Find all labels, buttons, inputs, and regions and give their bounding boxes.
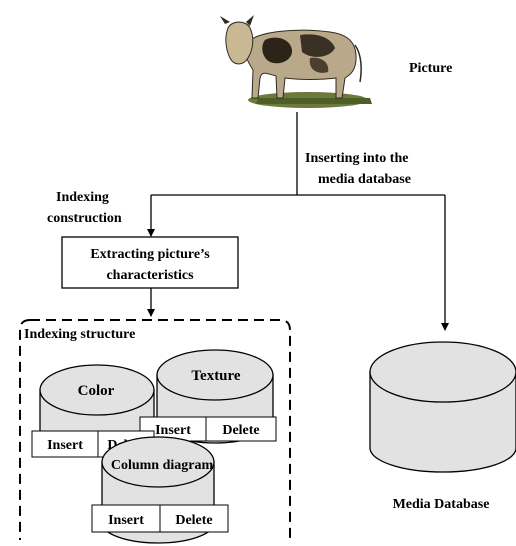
texture-delete-button[interactable] bbox=[205, 416, 277, 442]
texture-insert-label: Insert bbox=[155, 423, 191, 438]
extract-box-line2: characteristics bbox=[106, 268, 194, 283]
indexing-construction-label-line1: Indexing bbox=[56, 190, 109, 205]
column-diagram-label: Column diagram bbox=[111, 458, 214, 473]
media-database-label: Media Database bbox=[393, 497, 490, 512]
extract-characteristics-box bbox=[61, 236, 239, 289]
indexing-structure-container bbox=[30, 319, 291, 540]
media-database-cylinder bbox=[369, 341, 516, 473]
cow-picture bbox=[220, 15, 372, 108]
column-delete-label: Delete bbox=[175, 513, 212, 528]
extract-box-line1: Extracting picture’s bbox=[90, 247, 210, 262]
color-insert-label: Insert bbox=[47, 438, 83, 453]
insert-db-label-line1: Inserting into the bbox=[305, 151, 408, 166]
column-delete-button[interactable] bbox=[159, 504, 229, 533]
texture-label: Texture bbox=[191, 368, 241, 384]
picture-label: Picture bbox=[409, 61, 452, 76]
insert-db-label-line2: media database bbox=[318, 172, 411, 187]
color-label: Color bbox=[78, 383, 115, 399]
column-insert-label: Insert bbox=[108, 513, 144, 528]
column-insert-button[interactable] bbox=[91, 504, 161, 533]
indexing-structure-title: Indexing structure bbox=[24, 327, 135, 342]
texture-delete-label: Delete bbox=[222, 423, 259, 438]
indexing-construction-label-line2: construction bbox=[47, 211, 122, 226]
